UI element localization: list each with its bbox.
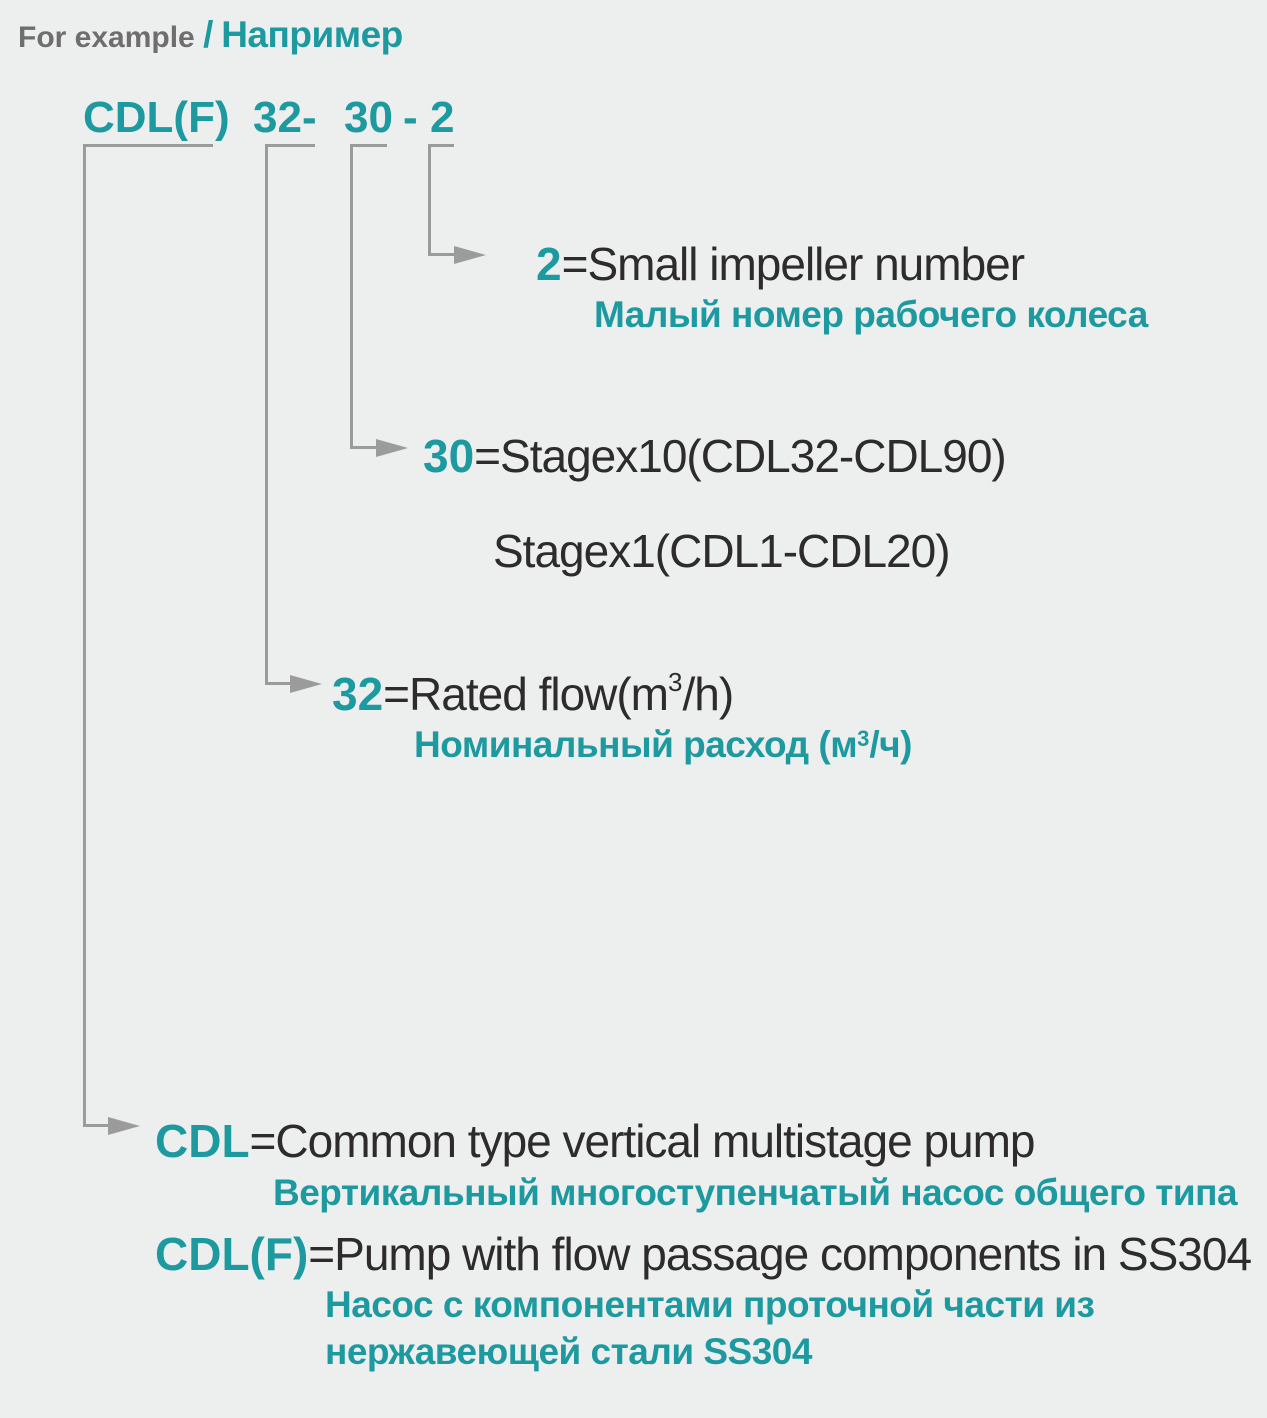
cdl-text-en: =Common type vertical multistage pump (249, 1115, 1036, 1167)
stage-explanation-english-line2: Stagex1(CDL1-CDL20) (493, 525, 951, 577)
flow-text-en-pre: =Rated flow(m (383, 668, 669, 720)
cdlf-value: CDL(F) (155, 1228, 309, 1280)
connector-flow-topbar (265, 144, 315, 147)
impeller-explanation-russian: Малый номер рабочего колеса (594, 294, 1148, 335)
cdlf-text-en: =Pump with flow passage components in SS… (308, 1228, 1252, 1280)
connector-impeller-shaft (428, 253, 456, 256)
connector-stage-shaft (350, 446, 378, 449)
cdlf-explanation-russian-line1: Насос с компонентами проточной части из (325, 1284, 1095, 1325)
flow-explanation-english: 32=Rated flow(m3/h) (332, 668, 734, 720)
model-code-flow: 32- (253, 93, 317, 142)
cdl-explanation-english: CDL=Common type vertical multistage pump (155, 1115, 1036, 1167)
flow-superscript-ru: 3 (857, 726, 870, 751)
connector-flow-shaft (265, 682, 293, 685)
stage-text-en: =Stagex10(CDL32-CDL90) (474, 430, 1007, 482)
connector-series-shaft (83, 1124, 111, 1127)
model-code-impellers: 2 (430, 93, 455, 142)
cdlf-explanation-russian-line2: нержавеющей стали SS304 (325, 1331, 812, 1372)
connector-impeller-topbar (428, 144, 454, 147)
model-code-dash: - (403, 93, 418, 142)
impeller-explanation-english: 2=Small impeller number (536, 238, 1025, 290)
cdl-value: CDL (155, 1115, 250, 1167)
flow-value: 32 (332, 668, 384, 720)
arrow-right-icon (290, 675, 322, 693)
connector-series-topbar (83, 144, 213, 147)
connector-stage-vertical (350, 144, 353, 449)
stage-value: 30 (423, 430, 475, 482)
flow-explanation-russian: Номинальный расход (м3/ч) (414, 726, 912, 763)
model-code-stages: 30 (344, 93, 393, 142)
cdl-explanation-russian: Вертикальный многоступенчатый насос обще… (273, 1172, 1238, 1213)
connector-stage-topbar (350, 144, 387, 147)
connector-impeller-vertical (428, 144, 431, 256)
heading-english: For example (18, 21, 195, 54)
flow-text-ru-pre: Номинальный расход (м (414, 724, 858, 765)
page-heading: For example / Например (18, 16, 403, 55)
cdlf-explanation-english: CDL(F)=Pump with flow passage components… (155, 1228, 1252, 1280)
connector-flow-vertical (265, 144, 268, 685)
heading-separator: / (203, 14, 213, 55)
impeller-value: 2 (536, 238, 562, 290)
flow-superscript-en: 3 (668, 667, 683, 697)
flow-text-ru-post: /ч) (869, 724, 912, 765)
model-code-series: CDL(F) (83, 93, 230, 142)
impeller-text-en: =Small impeller number (561, 238, 1025, 290)
arrow-right-icon (376, 439, 408, 457)
stage-explanation-english: 30=Stagex10(CDL32-CDL90) (423, 430, 1007, 482)
flow-text-en-post: /h) (682, 668, 734, 720)
arrow-right-icon (108, 1117, 140, 1135)
heading-russian: Например (221, 14, 403, 55)
arrow-right-icon (454, 246, 486, 264)
connector-series-vertical (83, 144, 86, 1127)
